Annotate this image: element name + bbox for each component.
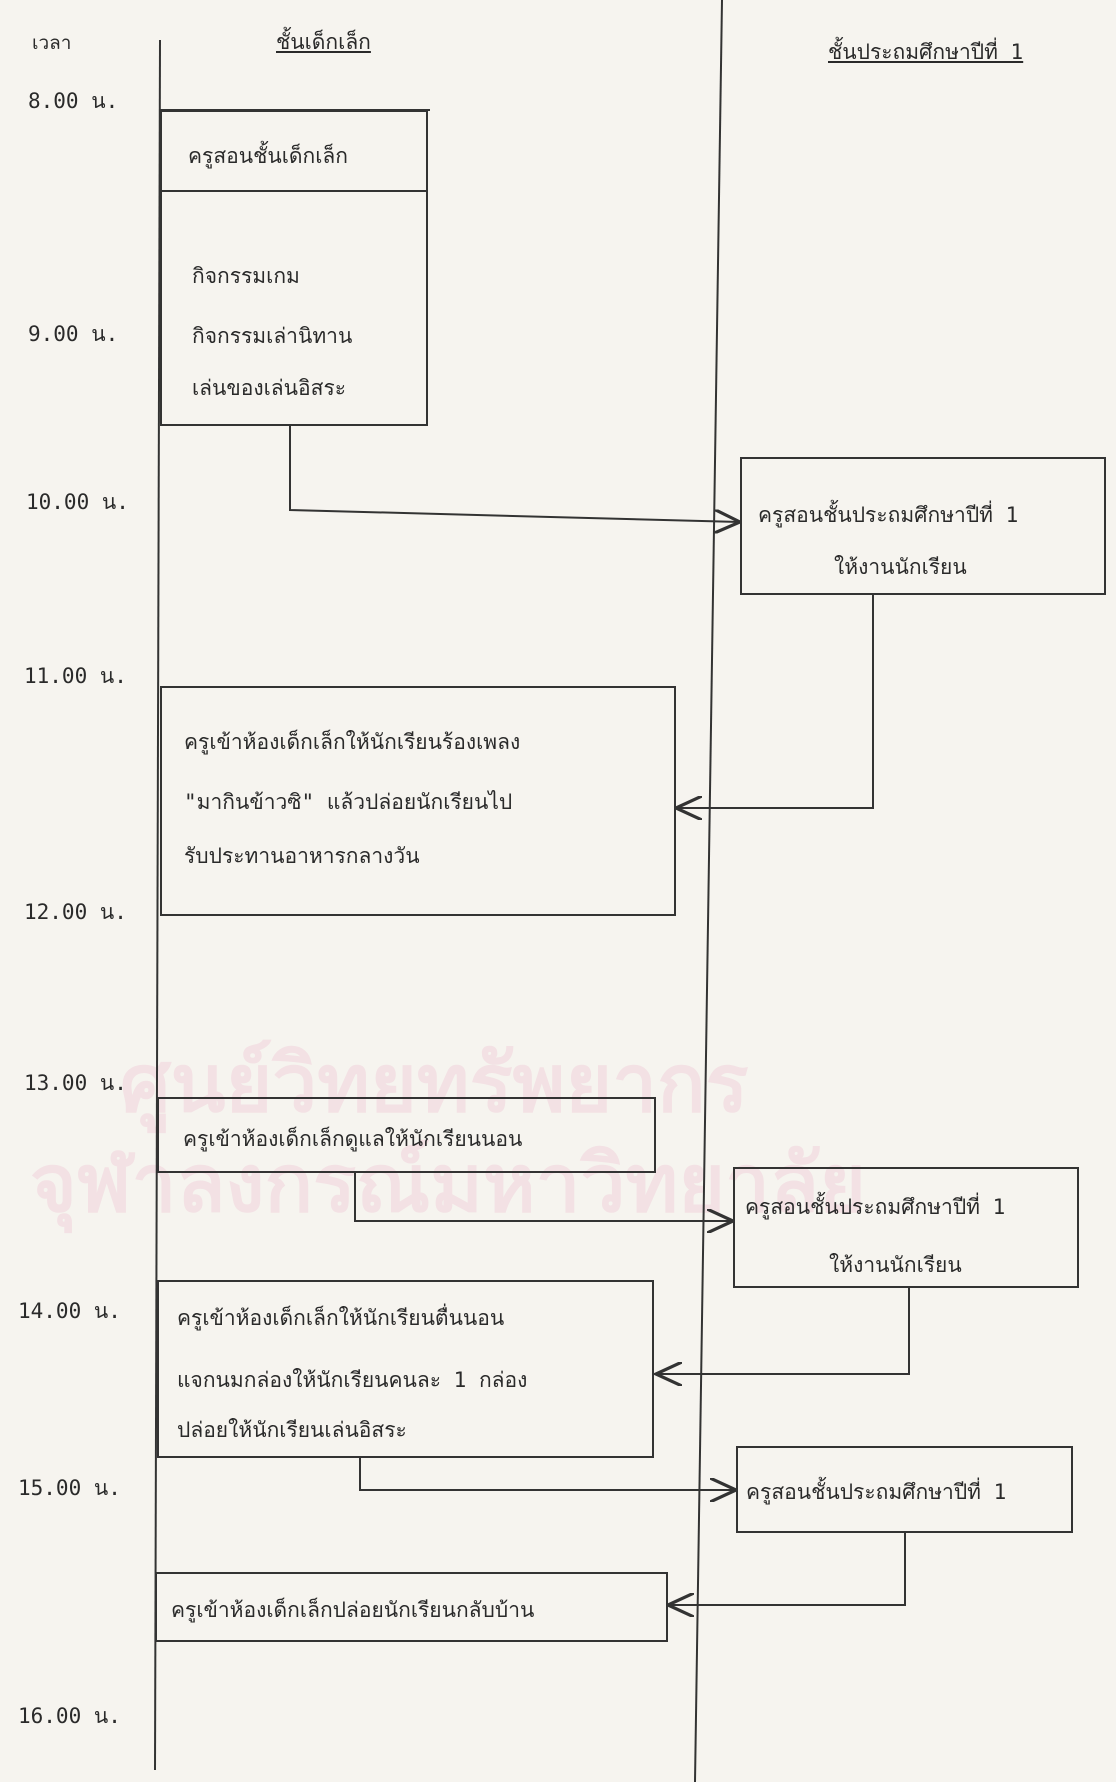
grade1-teacher-assign-box: ครูสอนชั้นประถมศึกษาปีที่ 1 ให้งานนักเรี… xyxy=(740,457,1106,595)
grade1-teacher-assign-box-2: ครูสอนชั้นประถมศึกษาปีที่ 1 ให้งานนักเรี… xyxy=(733,1167,1079,1288)
box-text: ครูเข้าห้องเด็กเล็กปล่อยนักเรียนกลับบ้าน xyxy=(171,1598,535,1622)
box-text: ให้งานนักเรียน xyxy=(834,555,967,579)
time-label: 13.00 น. xyxy=(24,1071,127,1095)
kindergarten-teacher-box: ครูสอนชั้นเด็กเล็ก xyxy=(160,110,428,192)
time-column-header: เวลา xyxy=(32,32,72,54)
time-label: 12.00 น. xyxy=(24,900,127,924)
arrow-k4-to-g2 xyxy=(354,1173,733,1221)
arrow-g2-to-k5 xyxy=(656,1288,910,1374)
kindergarten-lunch-box: ครูเข้าห้องเด็กเล็กให้นักเรียนร้องเพลง "… xyxy=(160,686,676,916)
box-text: ให้งานนักเรียน xyxy=(829,1253,962,1277)
box-text: ครูสอนชั้นประถมศึกษาปีที่ 1 xyxy=(745,1195,1006,1219)
box-text: ปล่อยให้นักเรียนเล่นอิสระ xyxy=(177,1418,407,1442)
kindergarten-column-header: ชั้นเด็กเล็ก xyxy=(276,30,371,54)
arrow-k5-to-g3 xyxy=(359,1458,736,1490)
box-text: แจกนมกล่องให้นักเรียนคนละ 1 กล่อง xyxy=(177,1368,528,1392)
box-text: กิจกรรมเล่านิทาน xyxy=(192,324,353,348)
arrow-g1-to-k3 xyxy=(676,595,874,808)
kindergarten-axis-line xyxy=(154,39,161,1771)
box-text: ครูเข้าห้องเด็กเล็กดูแลให้นักเรียนนอน xyxy=(183,1127,523,1151)
grade1-axis-line xyxy=(694,0,723,1782)
time-label: 16.00 น. xyxy=(18,1704,121,1728)
box-text: เล่นของเล่นอิสระ xyxy=(192,376,347,400)
arrow-k2-to-g1 xyxy=(289,425,740,522)
grade1-column-header: ชั้นประถมศึกษาปีที่ 1 xyxy=(828,40,1024,64)
box-text: กิจกรรมเกม xyxy=(192,264,300,288)
time-label: 9.00 น. xyxy=(28,322,119,346)
box-text: ครูสอนชั้นประถมศึกษาปีที่ 1 xyxy=(746,1480,1007,1504)
time-label: 10.00 น. xyxy=(26,490,129,514)
box-text: ครูสอนชั้นเด็กเล็ก xyxy=(188,144,349,168)
kindergarten-dismiss-box: ครูเข้าห้องเด็กเล็กปล่อยนักเรียนกลับบ้าน xyxy=(155,1572,668,1642)
box-text: "มากินข้าวซิ" แล้วปล่อยนักเรียนไป xyxy=(184,790,513,814)
time-label: 11.00 น. xyxy=(24,664,127,688)
box-text: รับประทานอาหารกลางวัน xyxy=(184,844,420,868)
grade1-teacher-box-3: ครูสอนชั้นประถมศึกษาปีที่ 1 xyxy=(736,1446,1073,1533)
arrow-g3-to-k6 xyxy=(668,1533,906,1605)
kindergarten-activities-box: กิจกรรมเกม กิจกรรมเล่านิทาน เล่นของเล่นอ… xyxy=(160,190,428,426)
watermark-line-1: ศูนย์วิทยทรัพยากร xyxy=(120,1037,749,1130)
box-text: ครูเข้าห้องเด็กเล็กให้นักเรียนตื่นนอน xyxy=(177,1306,505,1330)
box-text: ครูเข้าห้องเด็กเล็กให้นักเรียนร้องเพลง xyxy=(184,730,521,754)
kindergarten-nap-box: ครูเข้าห้องเด็กเล็กดูแลให้นักเรียนนอน xyxy=(157,1097,656,1173)
kindergarten-wake-box: ครูเข้าห้องเด็กเล็กให้นักเรียนตื่นนอน แจ… xyxy=(157,1280,654,1458)
box-text: ครูสอนชั้นประถมศึกษาปีที่ 1 xyxy=(758,503,1019,527)
time-label: 15.00 น. xyxy=(18,1476,121,1500)
time-label: 14.00 น. xyxy=(18,1299,121,1323)
time-label: 8.00 น. xyxy=(28,89,119,113)
